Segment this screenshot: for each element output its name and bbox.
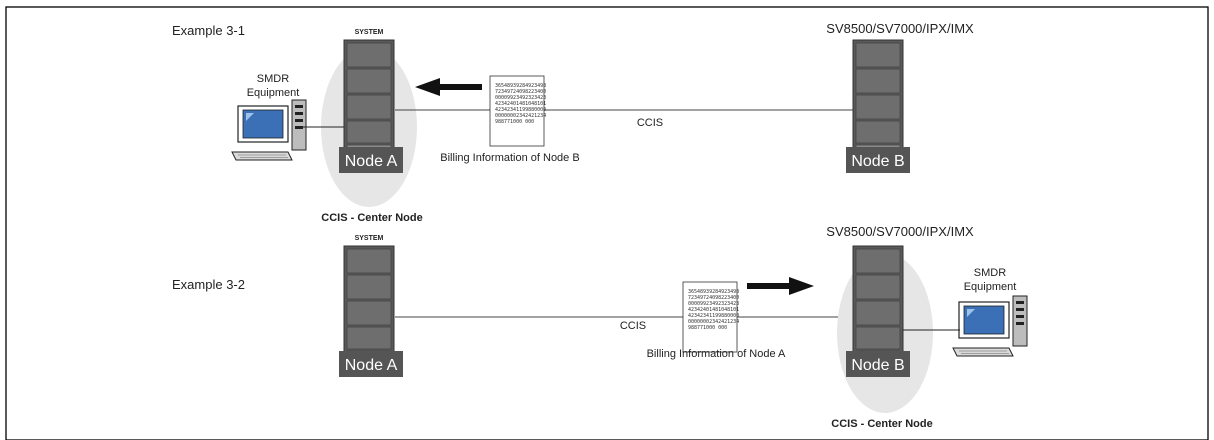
node-a-label: Node A	[345, 153, 398, 170]
smdr-equipment-pc	[231, 99, 307, 161]
diagram-frame	[5, 6, 1209, 440]
billing-doc-line: 988771000 000	[495, 119, 534, 125]
remote-system-label: SV8500/SV7000/IPX/IMX	[826, 224, 974, 239]
smdr-label-line2: Equipment	[964, 281, 1017, 293]
billing-doc-line: 42342401481048101	[495, 101, 546, 107]
center-node-caption: CCIS - Center Node	[321, 212, 422, 224]
billing-document: 36548939284923498 72349724098223400 0000…	[489, 75, 546, 147]
ccis-link-label: CCIS	[620, 320, 646, 332]
billing-doc-line: 72349724098223400	[688, 295, 739, 301]
billing-arrow-right	[747, 277, 814, 295]
smdr-label-line1: SMDR	[974, 267, 1006, 279]
billing-doc-line: 42342401481048101	[688, 307, 739, 313]
node-b-label-box	[846, 147, 910, 173]
node-b-label: Node B	[851, 357, 904, 374]
smdr-label-line1: SMDR	[257, 73, 289, 85]
example-3-2: Example 3-2 SYSTEM Node A CCIS 365489392…	[172, 224, 1028, 430]
example-3-2-title: Example 3-2	[172, 277, 245, 292]
billing-doc-line: 36548939284923498	[495, 83, 546, 89]
node-b-label-box	[846, 351, 910, 377]
billing-doc-line: 36548939284923498	[688, 289, 739, 295]
smdr-equipment-pc	[952, 295, 1028, 357]
center-node-caption: CCIS - Center Node	[831, 418, 932, 430]
billing-doc-line: 00009923492323423	[688, 301, 739, 307]
billing-caption: Billing Information of Node A	[647, 348, 786, 360]
ccis-link-label: CCIS	[637, 117, 663, 129]
billing-doc-line: 988771000 000	[688, 325, 727, 331]
node-a-label: Node A	[345, 357, 398, 374]
system-label: SYSTEM	[355, 29, 384, 36]
billing-doc-line: 00009923492323423	[495, 95, 546, 101]
billing-document: 36548939284923498 72349724098223400 0000…	[682, 281, 739, 353]
billing-doc-line: 42342341199880000	[688, 313, 739, 319]
billing-arrow-left	[415, 78, 482, 96]
system-label: SYSTEM	[355, 235, 384, 242]
remote-system-label: SV8500/SV7000/IPX/IMX	[826, 21, 974, 36]
billing-doc-line: 00000002342421234	[688, 319, 739, 325]
smdr-label-line2: Equipment	[247, 87, 300, 99]
billing-caption: Billing Information of Node B	[440, 152, 579, 164]
example-3-1-title: Example 3-1	[172, 23, 245, 38]
example-3-1: Example 3-1 SYSTEM Node A CCIS - Center …	[172, 21, 974, 224]
node-a-label-box	[339, 147, 403, 173]
billing-doc-line: 00000002342421234	[495, 113, 546, 119]
billing-doc-line: 42342341199880000	[495, 107, 546, 113]
billing-doc-line: 72349724098223400	[495, 89, 546, 95]
node-b-label: Node B	[851, 153, 904, 170]
node-a-label-box	[339, 351, 403, 377]
